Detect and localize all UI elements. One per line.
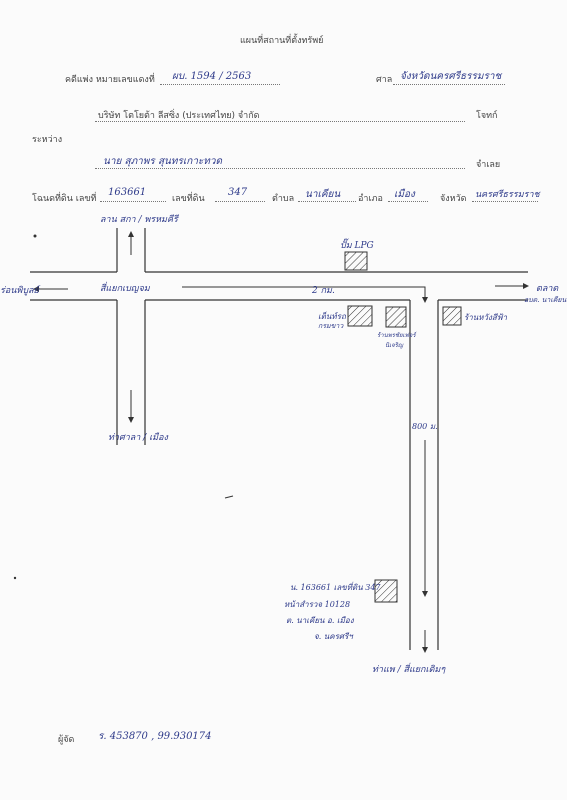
land-no-underline <box>215 201 265 202</box>
defendant-label: จำเลย <box>476 160 501 170</box>
shop-1-marker <box>347 305 373 327</box>
district-value: เมือง <box>394 189 415 200</box>
dash-marker <box>224 495 234 499</box>
label-shop-3: ร้านหวังสีฟ้า <box>464 313 507 322</box>
case-underline <box>160 84 280 85</box>
district-label: อำเภอ <box>358 194 383 204</box>
label-shop-1a: เต็นท์รถ <box>318 312 346 321</box>
land-no-label: เลขที่ดิน <box>172 194 205 204</box>
dot-mark <box>13 576 17 580</box>
label-south-direction: ท่าศาลา / เมือง <box>108 433 168 443</box>
label-east-sub: อบต. นาเคียน <box>524 296 567 304</box>
defendant-underline <box>95 168 465 169</box>
court-value: จังหวัดนครศรีธรรมราช <box>400 71 502 82</box>
court-underline <box>393 84 505 85</box>
plaintiff-underline <box>95 121 465 122</box>
province-label: จังหวัด <box>440 194 467 204</box>
label-gas-station: ปั๊ม LPG <box>340 241 374 251</box>
label-junction: สี่แยกเบญจม <box>100 284 150 294</box>
province-underline <box>472 201 538 202</box>
subdistrict-value: นาเคียน <box>305 189 341 200</box>
shop-2-marker <box>385 306 407 328</box>
property-marker <box>374 579 398 603</box>
court-label: ศาล <box>376 75 393 85</box>
label-distance-2km: 2 กม. <box>312 286 335 296</box>
label-property-line2: หน้าสำรวจ 10128 <box>284 600 351 609</box>
deed-value: 163661 <box>108 187 147 198</box>
label-north-direction: ลาน สกา / พรหมคีรี <box>100 215 178 225</box>
case-value: ผบ. 1594 / 2563 <box>172 71 252 82</box>
label-shop-1b: กรมขาว <box>318 322 344 330</box>
deed-underline <box>100 201 166 202</box>
district-underline <box>388 201 428 202</box>
shop-3-marker <box>442 306 462 326</box>
label-shop-2b: นิเจริญ <box>385 342 404 349</box>
land-no-value: 347 <box>228 187 248 198</box>
label-west-direction: ร่อนพิบูลย์ <box>0 286 39 296</box>
label-bottom-direction: ท่าแพ / สี่แยกเดิมๆ <box>372 665 446 675</box>
page-title: แผนที่สถานที่ตั้งทรัพย์ <box>240 36 324 46</box>
deed-label: โฉนดที่ดิน เลขที่ <box>32 194 97 204</box>
label-property-line1: น. 163661 เลขที่ดิน 347 <box>290 583 381 592</box>
label-distance-800: 800 ม. <box>412 422 438 431</box>
province-value: นครศรีธรรมราช <box>475 190 540 200</box>
label-east-direction: ตลาด <box>536 284 559 294</box>
label-property-line4: จ. นครศรีฯ <box>314 632 353 641</box>
route-arrow <box>182 286 428 303</box>
subdistrict-underline <box>298 201 356 202</box>
plaintiff-value: บริษัท โตโยต้า ลีสซิ่ง (ประเทศไทย) จำกัด <box>98 111 260 121</box>
dot-mark <box>33 234 37 238</box>
between-label: ระหว่าง <box>32 135 63 145</box>
gas-station-marker <box>344 251 368 271</box>
defendant-value: นาย สุภาพร สุนทรเกาะทวด <box>103 156 223 167</box>
plaintiff-label: โจทก์ <box>476 111 498 121</box>
label-property-line3: ต. นาเคียน อ. เมือง <box>286 616 354 625</box>
label-shop-2a: ร้านพรชัยเฟอร์ <box>377 332 416 339</box>
case-label: คดีแพ่ง หมายเลขแดงที่ <box>65 75 155 85</box>
subdistrict-label: ตำบล <box>272 194 295 204</box>
footer-coordinates: ร. 453870 , 99.930174 <box>98 731 212 742</box>
footer-label: ผู้จัด <box>58 735 75 745</box>
